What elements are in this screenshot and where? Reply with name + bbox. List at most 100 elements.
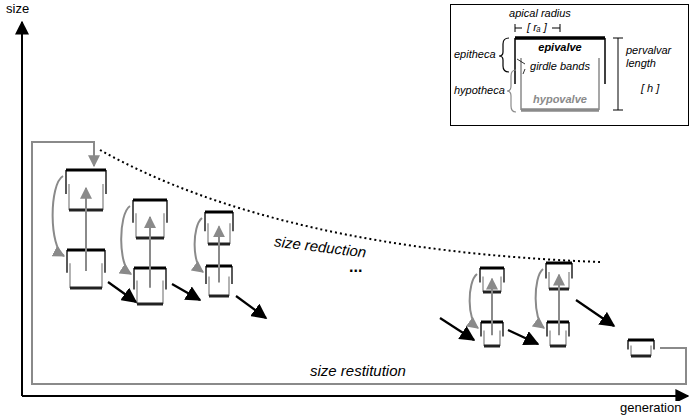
epitheca-wall — [545, 263, 546, 279]
cell-series — [53, 170, 654, 356]
epitheca-brace — [499, 38, 509, 72]
hypotheca-wall — [548, 272, 549, 289]
hypovalve-shape — [137, 303, 163, 306]
length-dimension — [613, 38, 623, 110]
cell-pair — [470, 268, 504, 346]
epitheca-wall — [653, 340, 654, 350]
epivalve-shape — [480, 267, 504, 270]
hypotheca-wall — [565, 330, 566, 346]
epitheca-wall — [503, 268, 504, 282]
daughter-arrow — [195, 218, 203, 272]
epitheca-wall — [204, 212, 205, 231]
hypotheca-wall — [520, 58, 522, 110]
hypotheca-brace — [507, 70, 516, 112]
ellipsis: ... — [347, 258, 364, 276]
cell-pair — [121, 200, 167, 304]
epitheca-wall — [165, 268, 166, 290]
epivalve-shape — [133, 199, 167, 202]
epitheca-wall — [514, 38, 516, 84]
hypotheca-wall — [162, 281, 163, 304]
epitheca-wall — [546, 322, 547, 336]
hypovalve-shape — [550, 345, 566, 348]
epivalve-shape — [546, 262, 572, 265]
generation-arrow — [508, 330, 538, 344]
division-arrow — [218, 226, 220, 282]
epitheca-wall — [105, 170, 106, 194]
restitution-line — [32, 142, 686, 384]
hypotheca-wall — [228, 277, 229, 297]
hypotheca-wall — [69, 263, 70, 288]
smallest-cell — [628, 340, 654, 356]
generation-arrow — [440, 318, 474, 340]
division-arrow — [558, 275, 560, 336]
hypotheca-wall — [207, 223, 208, 244]
daughter-arrow — [536, 269, 544, 328]
hypotheca-wall — [136, 281, 137, 304]
hypotheca-wall — [135, 213, 136, 238]
dimension-label: pervalvar length — [626, 44, 686, 69]
size-axis — [21, 22, 23, 396]
hypovalve-shape — [70, 287, 102, 290]
axis-label: size — [4, 2, 31, 17]
epitheca-wall — [132, 200, 133, 223]
hypotheca-wall — [483, 330, 484, 346]
hypotheca-wall — [102, 184, 103, 210]
division-arrow — [491, 279, 493, 335]
hypotheca-wall — [500, 276, 501, 292]
hypotheca-wall — [630, 346, 631, 356]
axis-label: generation — [618, 401, 683, 416]
hypovalve-shape — [631, 355, 651, 358]
generation-axis — [22, 395, 688, 397]
hypotheca-wall — [499, 330, 500, 346]
epitheca-wall — [231, 266, 232, 284]
generation-arrow — [108, 282, 136, 302]
epitheca-wall — [568, 322, 569, 336]
cell-pair — [536, 263, 572, 346]
generation-arrow — [236, 296, 266, 318]
division-arrow — [85, 188, 87, 271]
hypotheca-wall — [568, 272, 569, 289]
epitheca-wall — [166, 200, 167, 223]
daughter-arrow — [121, 206, 131, 274]
epitheca-wall — [480, 322, 481, 336]
hypotheca-wall — [598, 58, 600, 110]
part-name: epitheca — [454, 48, 496, 61]
epitheca-wall — [205, 266, 206, 284]
hypotheca-wall — [650, 346, 651, 356]
epitheca-wall — [104, 250, 105, 273]
hypovalve-shape — [484, 345, 500, 348]
cell-pair — [53, 170, 106, 288]
dimension-symbol: [ rₐ ] — [527, 21, 547, 34]
dimension-symbol: [ h ] — [641, 82, 659, 95]
epitheca-wall — [571, 263, 572, 279]
hypotheca-wall — [229, 223, 230, 244]
epivalve-shape — [628, 339, 654, 342]
process-label: size reduction — [271, 232, 369, 261]
epitheca-wall — [66, 250, 67, 273]
reduction-curve — [100, 150, 600, 262]
hypotheca-wall — [549, 330, 550, 346]
epivalve-shape — [515, 36, 605, 40]
epitheca-wall — [479, 268, 480, 282]
hypotheca-wall — [208, 277, 209, 297]
daughter-arrow — [53, 176, 64, 256]
epitheca-wall — [627, 340, 628, 350]
part-name: hypotheca — [454, 84, 505, 97]
hypotheca-wall — [482, 276, 483, 292]
epitheca-wall — [65, 170, 66, 194]
epivalve-shape — [66, 169, 106, 172]
epitheca-wall — [133, 268, 134, 290]
inset-box: apical radius[ rₐ ]epivalveepithecagirdl… — [450, 4, 689, 126]
part-name: girdle bands — [530, 60, 590, 73]
epivalve-shape — [205, 211, 233, 214]
leader-line — [517, 59, 525, 74]
cell-pair — [195, 212, 233, 296]
epitheca-wall — [502, 322, 503, 336]
hypotheca-wall — [101, 263, 102, 288]
part-name: epivalve — [538, 41, 581, 54]
hypotheca-wall — [163, 213, 164, 238]
part-name: hypovalve — [533, 93, 587, 106]
epitheca-wall — [604, 38, 606, 84]
